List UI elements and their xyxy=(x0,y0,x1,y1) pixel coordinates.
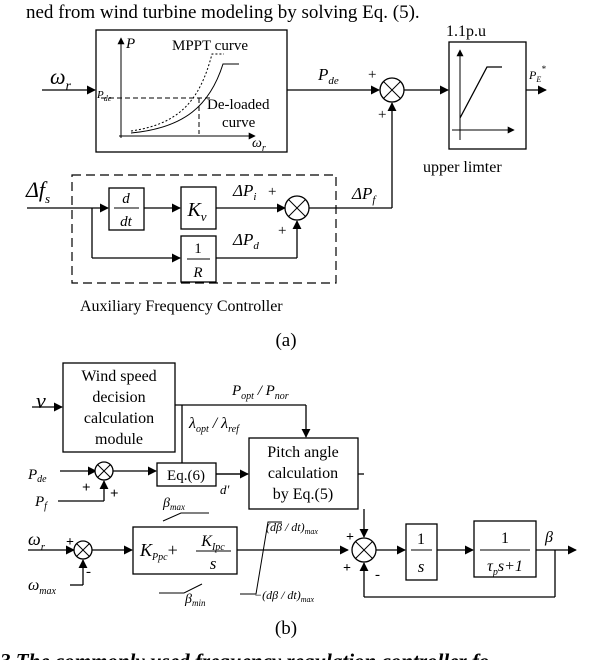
integrator-numerator: 1 xyxy=(417,531,425,548)
pi-ki-numerator: KIpc xyxy=(200,533,225,553)
deloaded-curve-label-2: curve xyxy=(222,115,256,131)
delta-fs-input-label: Δfs xyxy=(25,177,50,206)
derivative-block xyxy=(108,187,145,231)
wind-block-line-2: decision xyxy=(92,389,145,406)
pde-signal-label: Pde xyxy=(317,65,339,87)
beta-min-label: βmin xyxy=(184,592,206,608)
integrator-denominator: s xyxy=(418,557,425,576)
sum-b1-plus-left: + xyxy=(82,480,91,496)
rate-min-label: −(dβ / dt)max xyxy=(254,588,315,604)
droop-numerator: 1 xyxy=(194,241,202,257)
pi-s-denominator: s xyxy=(210,554,217,573)
pitch-angle-block xyxy=(248,437,359,510)
summing-junction-b3 xyxy=(351,537,377,563)
sum-b3-plus-left: + xyxy=(343,561,351,576)
chart-pde-label: Pde xyxy=(96,89,112,103)
diagram-a: ωr P MPPT curve Pde De-loaded curve ωr P… xyxy=(25,23,547,351)
delta-pi-label: ΔPi xyxy=(232,181,256,203)
integrator-block xyxy=(405,523,438,581)
mppt-curve-label: MPPT curve xyxy=(172,38,248,54)
sum-b2-plus: + xyxy=(66,535,74,550)
deloaded-curve-label-1: De-loaded xyxy=(207,97,270,113)
limiter-title: 1.1p.u xyxy=(446,23,486,40)
summing-junction-b1 xyxy=(94,461,114,481)
omega-r-b-label: ωr xyxy=(28,529,46,553)
pe-star-output-label: PE* xyxy=(528,64,546,84)
aux-frequency-controller-boundary xyxy=(71,174,337,284)
d-prime-label: d' xyxy=(220,482,230,497)
beta-output-label: β xyxy=(544,529,553,546)
pitch-block-line-2: calculation xyxy=(268,465,338,482)
wind-block-line-4: module xyxy=(95,431,143,448)
wind-speed-block xyxy=(62,362,176,453)
sum-a-plus-top: + xyxy=(368,67,376,83)
actuator-denominator: τps+1 xyxy=(487,558,523,578)
aux-controller-caption: Auxiliary Frequency Controller xyxy=(80,298,283,315)
sum-b3-plus-top: + xyxy=(346,530,354,545)
derivative-denominator: dt xyxy=(120,214,133,230)
power-curve-block xyxy=(95,29,288,153)
summing-junction-b2 xyxy=(73,540,93,560)
figure-caption: 3 The commonly used frequency regulation… xyxy=(0,649,489,660)
diagram-b: v Wind speed decision calculation module… xyxy=(27,362,577,639)
actuator-block xyxy=(473,520,537,578)
kv-gain-label: Kv xyxy=(186,199,206,224)
header-text: ned from wind turbine modeling by solvin… xyxy=(26,2,420,23)
pf-input-label: Pf xyxy=(34,494,48,512)
eq6-label: Eq.(6) xyxy=(167,468,205,484)
wind-block-line-1: Wind speed xyxy=(81,368,156,385)
summing-junction-a2 xyxy=(284,195,310,221)
diagram-a-label: (a) xyxy=(275,330,296,351)
delta-pf-label: ΔPf xyxy=(351,184,377,206)
delta-pi-plus: + xyxy=(268,184,276,200)
pde-input-label: Pde xyxy=(27,467,47,485)
derivative-numerator: d xyxy=(122,191,130,207)
pitch-block-line-1: Pitch angle xyxy=(267,444,339,461)
limiter-caption: upper limter xyxy=(423,159,502,176)
rate-max-label: (dβ / dt)max xyxy=(266,520,318,536)
delta-pd-plus: + xyxy=(278,223,286,239)
sum-b3-minus: - xyxy=(375,567,380,583)
sum-a-plus-right: + xyxy=(378,107,386,123)
summing-junction-a1 xyxy=(379,77,405,103)
sum-b2-minus: - xyxy=(86,564,91,580)
pi-controller-label: KPpc+ xyxy=(139,540,178,563)
wind-block-line-3: calculation xyxy=(84,410,154,427)
delta-pd-label: ΔPd xyxy=(232,230,259,252)
omega-r-input-label: ωr xyxy=(50,64,72,94)
pitch-block-line-3: by Eq.(5) xyxy=(273,486,333,503)
lambda-label: λopt / λref xyxy=(188,415,240,435)
chart-p-axis-label: P xyxy=(125,36,135,52)
omega-max-label: ωmax xyxy=(28,577,57,597)
beta-max-label: βmax xyxy=(162,496,185,512)
popt-pnor-label: Popt / Pnor xyxy=(231,383,289,402)
diagram-b-label: (b) xyxy=(275,618,297,639)
actuator-numerator: 1 xyxy=(501,530,509,547)
chart-omega-axis-label: ωr xyxy=(252,136,266,154)
sum-b1-plus-bottom: + xyxy=(110,486,119,502)
droop-denominator: R xyxy=(192,265,202,281)
upper-limiter-block xyxy=(448,41,527,150)
v-input-label: v xyxy=(36,388,46,413)
